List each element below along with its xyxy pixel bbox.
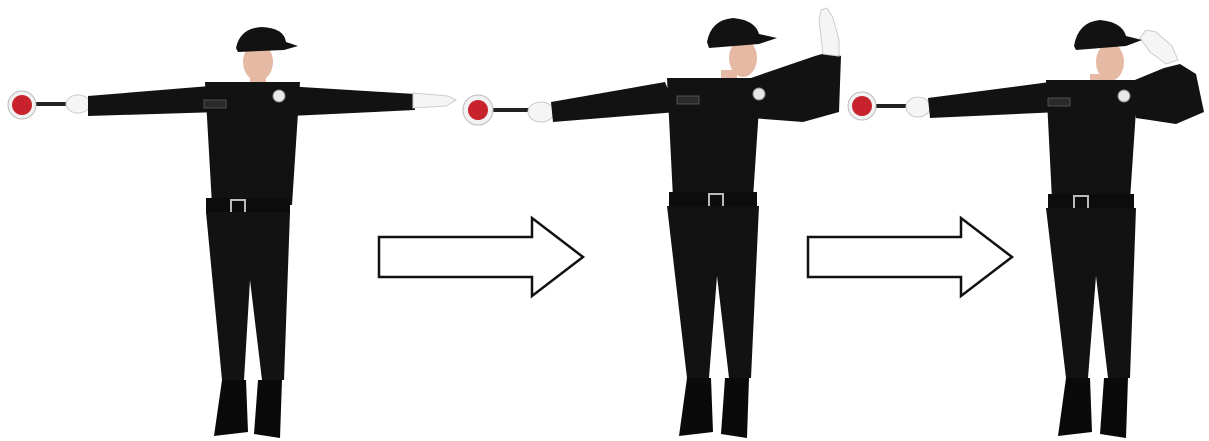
officer-pose-salute bbox=[840, 0, 1209, 441]
left-arm bbox=[551, 82, 677, 122]
trousers bbox=[667, 206, 759, 378]
right-boot bbox=[1100, 378, 1128, 438]
left-arm bbox=[928, 82, 1060, 118]
cap bbox=[236, 27, 298, 52]
left-boot bbox=[679, 378, 713, 436]
signal-baton bbox=[463, 95, 531, 125]
right-boot bbox=[254, 380, 282, 438]
left-glove bbox=[906, 97, 930, 117]
right-arm bbox=[285, 86, 415, 116]
right-boot bbox=[721, 378, 749, 438]
signal-baton bbox=[848, 92, 908, 120]
left-arm bbox=[88, 86, 220, 116]
trousers bbox=[206, 212, 290, 380]
right-glove bbox=[819, 8, 839, 56]
left-glove bbox=[528, 102, 554, 122]
trousers bbox=[1046, 208, 1136, 378]
officer-figure-2 bbox=[455, 0, 855, 441]
right-glove bbox=[1140, 30, 1178, 64]
cap bbox=[707, 18, 777, 48]
officer-pose-arm-raised bbox=[455, 0, 855, 441]
officer-figure-3 bbox=[840, 0, 1209, 441]
cap bbox=[1074, 20, 1142, 50]
left-boot bbox=[1058, 378, 1092, 436]
left-glove bbox=[66, 95, 90, 113]
right-glove bbox=[413, 93, 456, 108]
left-boot bbox=[214, 380, 248, 436]
signal-baton bbox=[8, 91, 70, 119]
belt bbox=[1048, 194, 1134, 210]
belt bbox=[206, 198, 290, 214]
right-arm bbox=[1130, 64, 1204, 124]
